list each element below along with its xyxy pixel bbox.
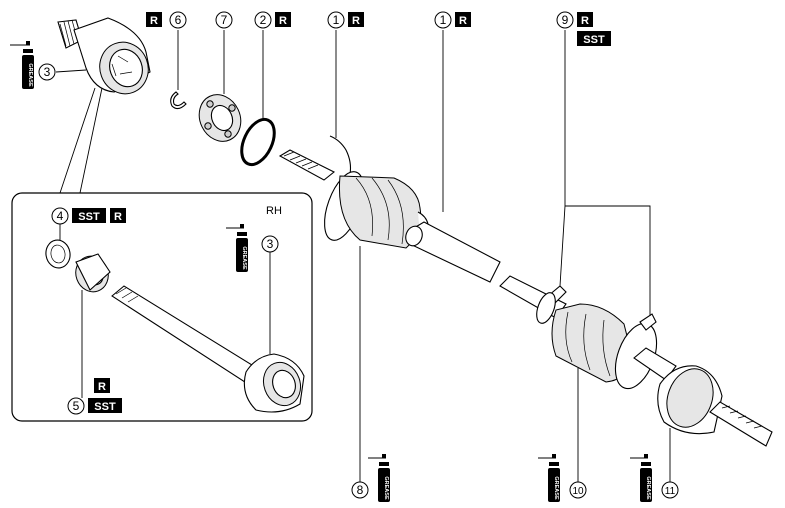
callout-1a: 1 bbox=[333, 13, 340, 27]
callout-7: 7 bbox=[221, 13, 228, 27]
inset-shaft-rh bbox=[111, 285, 305, 413]
callout-11: 11 bbox=[665, 486, 676, 497]
tag-sst-5-box bbox=[88, 398, 122, 413]
tag-r-6-box bbox=[146, 12, 162, 27]
drive-shaft-main bbox=[278, 135, 773, 447]
rh-label: RH bbox=[266, 205, 282, 217]
callout-2: 2 bbox=[260, 13, 267, 27]
tag-r-2: R bbox=[279, 15, 287, 27]
callout-3-top: 3 bbox=[44, 65, 51, 79]
callout-circle-10 bbox=[569, 481, 587, 499]
callout-circle-11 bbox=[661, 481, 679, 499]
tag-sst-5: SST bbox=[94, 401, 116, 413]
callout-8: 8 bbox=[357, 483, 364, 497]
callout-circle-8 bbox=[351, 481, 369, 499]
tag-r-9-box bbox=[577, 12, 593, 27]
grease-can-inset: GREASE bbox=[226, 224, 248, 272]
svg-text:GREASE: GREASE bbox=[383, 476, 389, 500]
callout-9: 9 bbox=[562, 13, 569, 27]
svg-text:GREASE: GREASE bbox=[27, 63, 33, 87]
svg-text:GREASE: GREASE bbox=[241, 246, 247, 270]
callout-5: 5 bbox=[73, 399, 80, 413]
callout-circle-3-top bbox=[38, 63, 56, 81]
callout-circle-4 bbox=[51, 207, 69, 225]
grease-can-8: GREASE bbox=[368, 454, 390, 502]
tag-r-2-box bbox=[275, 12, 291, 27]
tag-sst-9: SST bbox=[583, 34, 605, 46]
tag-r-1a-box bbox=[348, 12, 364, 27]
leader-9 bbox=[559, 30, 651, 316]
callout-circle-1a bbox=[327, 11, 345, 29]
inset-seal-4 bbox=[45, 239, 71, 269]
callout-4: 4 bbox=[57, 209, 64, 223]
grease-can-10: GREASE bbox=[538, 454, 560, 502]
inset-leader-left bbox=[59, 87, 96, 194]
tag-r-4: R bbox=[114, 211, 122, 223]
ball-cage-7 bbox=[198, 94, 242, 142]
tag-r-9: R bbox=[581, 15, 589, 27]
outer-joint-cup-top bbox=[57, 17, 151, 95]
callout-3-inset: 3 bbox=[267, 237, 274, 251]
callout-circle-2 bbox=[254, 11, 272, 29]
tag-r-1b-box bbox=[455, 12, 471, 27]
tag-r-5-box bbox=[94, 378, 110, 393]
grease-can-top-left: GREASE bbox=[10, 41, 34, 89]
rh-inset-frame bbox=[11, 192, 313, 422]
svg-text:GREASE: GREASE bbox=[645, 476, 651, 500]
callout-circle-7 bbox=[215, 11, 233, 29]
tag-r-6: R bbox=[150, 15, 158, 27]
tag-sst-9-box bbox=[577, 31, 611, 46]
tag-r-1b: R bbox=[459, 15, 467, 27]
snap-ring-6 bbox=[170, 91, 187, 110]
callout-circle-1b bbox=[434, 11, 452, 29]
tag-r-4-box bbox=[110, 208, 126, 223]
circlip-2 bbox=[240, 117, 276, 167]
circlip-2-inner bbox=[244, 121, 272, 163]
tag-r-1a: R bbox=[352, 15, 360, 27]
inset-leader-right bbox=[79, 87, 103, 194]
callout-circle-9 bbox=[556, 11, 574, 29]
tag-r-5: R bbox=[98, 381, 106, 393]
callout-circle-6 bbox=[169, 11, 187, 29]
tag-sst-4-box bbox=[72, 208, 106, 223]
grease-can-11: GREASE bbox=[630, 454, 652, 502]
tag-sst-4: SST bbox=[78, 211, 100, 223]
callout-10: 10 bbox=[572, 486, 584, 497]
callout-1b: 1 bbox=[440, 13, 447, 27]
callout-6: 6 bbox=[175, 13, 182, 27]
callout-circle-3-inset bbox=[261, 235, 279, 253]
callout-circle-5 bbox=[67, 397, 85, 415]
svg-text:GREASE: GREASE bbox=[553, 476, 559, 500]
leader-3-top bbox=[55, 69, 87, 73]
inset-bearing-5 bbox=[75, 253, 111, 293]
